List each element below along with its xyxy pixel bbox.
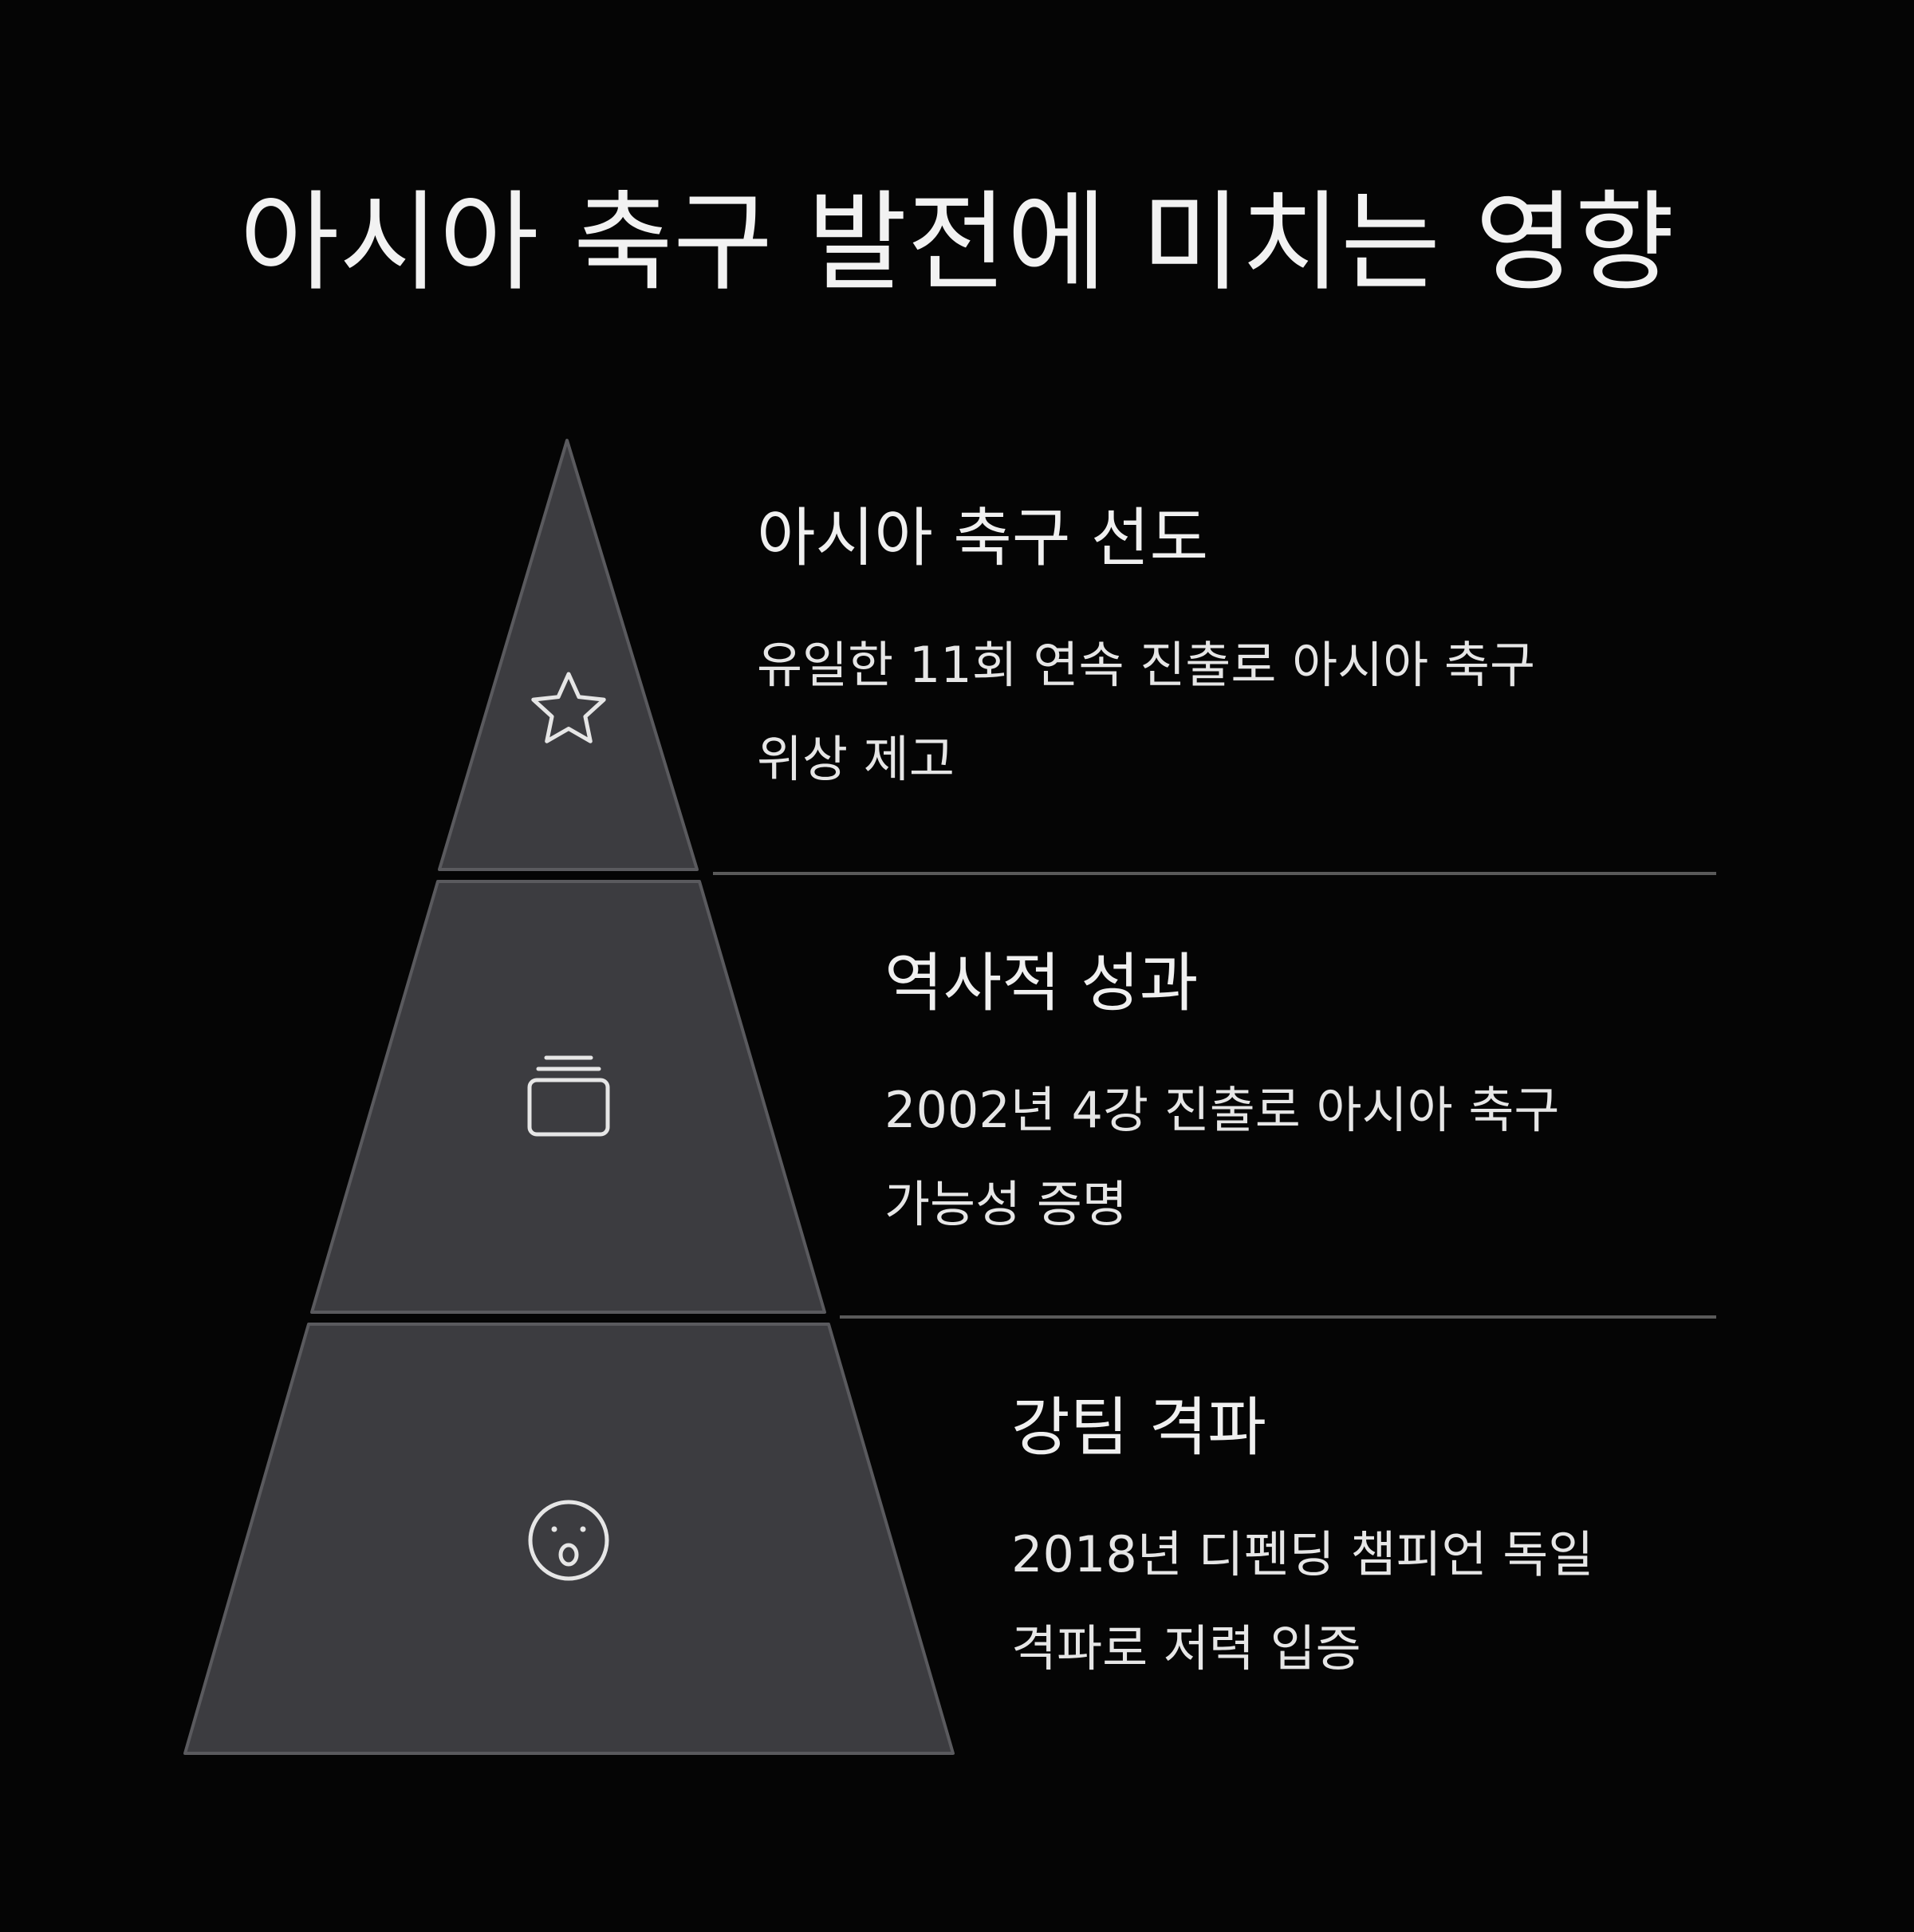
stack-icon bbox=[527, 1055, 610, 1137]
level-3-description-line-2: 격파로 저력 입증 bbox=[1011, 1619, 1361, 1678]
page-title: 아시아 축구 발전에 미치는 영향 bbox=[239, 180, 1675, 306]
level-1-description-line-1: 유일한 11회 연속 진출로 아시아 축구 bbox=[757, 636, 1535, 694]
level-2-description: 2002년 4강 진출로 아시아 축구 가능성 증명 bbox=[884, 1063, 1559, 1252]
level-2-text: 역사적 성과 2002년 4강 진출로 아시아 축구 가능성 증명 bbox=[884, 944, 1559, 1252]
surprised-face-icon bbox=[528, 1500, 609, 1581]
level-3-description-line-1: 2018년 디펜딩 챔피언 독일 bbox=[1011, 1525, 1594, 1583]
star-icon bbox=[531, 672, 606, 743]
pyramid-segment-bottom bbox=[183, 1323, 955, 1755]
pyramid-segment-middle bbox=[310, 880, 826, 1314]
level-2-heading: 역사적 성과 bbox=[884, 946, 1199, 1020]
level-1-heading: 아시아 축구 선도 bbox=[757, 501, 1209, 575]
level-1-description: 유일한 11회 연속 진출로 아시아 축구 위상 제고 bbox=[757, 618, 1535, 806]
level-3-text: 강팀 격파 2018년 디펜딩 챔피언 독일 격파로 저력 입증 bbox=[1011, 1388, 1593, 1696]
level-2-description-line-2: 가능성 증명 bbox=[884, 1175, 1128, 1233]
level-1-description-line-2: 위상 제고 bbox=[757, 730, 955, 788]
level-1-text: 아시아 축구 선도 유일한 11회 연속 진출로 아시아 축구 위상 제고 bbox=[757, 499, 1535, 806]
level-3-description: 2018년 디펜딩 챔피언 독일 격파로 저력 입증 bbox=[1011, 1508, 1593, 1696]
pyramid-segment-top bbox=[438, 439, 699, 871]
level-2-description-line-1: 2002년 4강 진출로 아시아 축구 bbox=[884, 1081, 1560, 1139]
level-3-heading: 강팀 격파 bbox=[1011, 1390, 1266, 1465]
